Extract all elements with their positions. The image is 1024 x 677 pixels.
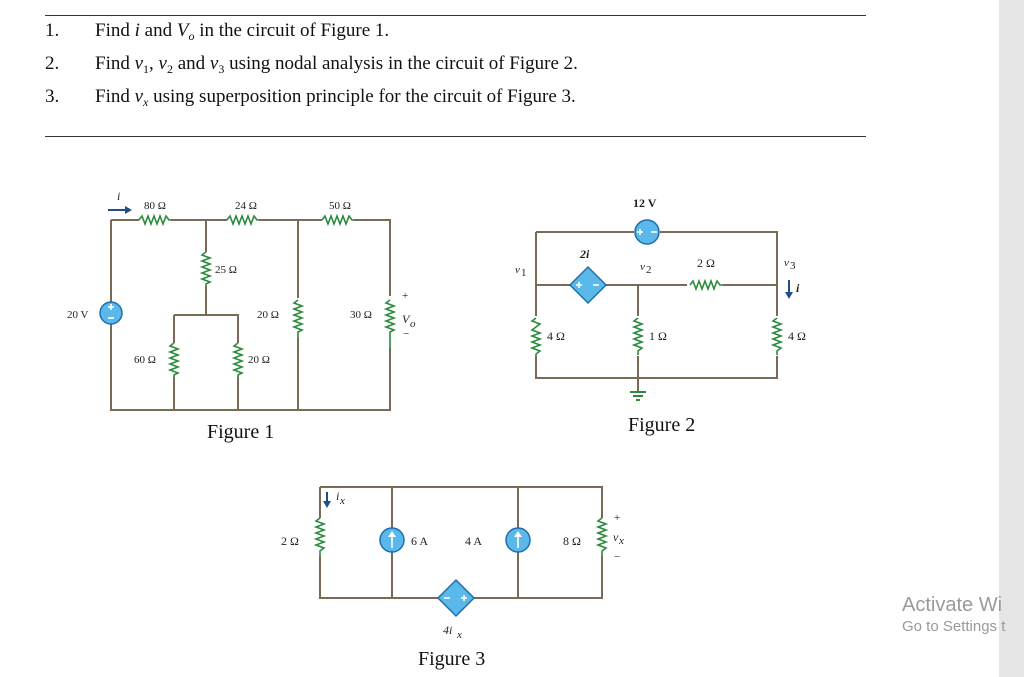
v3-label: v xyxy=(784,257,789,269)
label-30: 30 Ω xyxy=(350,309,372,321)
label-4ohm-left: 4 Ω xyxy=(547,329,565,343)
current-arrow-icon xyxy=(785,280,793,299)
ground-icon xyxy=(630,391,646,401)
vo-minus: − xyxy=(403,328,409,340)
question-number: 1. xyxy=(45,20,60,41)
dep-source-label: 2i xyxy=(579,247,590,261)
label-24: 24 Ω xyxy=(235,200,257,212)
label-25: 25 Ω xyxy=(215,264,237,276)
ix-label: i xyxy=(336,489,339,503)
resistor-1ohm xyxy=(631,317,645,355)
resistor-4ohm-left xyxy=(529,317,543,356)
figure-3-caption: Figure 3 xyxy=(418,648,485,670)
dep-sub: x xyxy=(456,629,462,641)
label-2ohm: 2 Ω xyxy=(281,534,299,548)
label-60: 60 Ω xyxy=(134,354,156,366)
question-text: Find i and Vo in the circuit of Figure 1… xyxy=(95,20,390,43)
vo-sub: o xyxy=(410,318,416,330)
label-50: 50 Ω xyxy=(329,200,351,212)
current-arrow-icon xyxy=(108,206,132,214)
voltage-source-icon xyxy=(634,219,660,245)
resistor-80 xyxy=(138,213,171,227)
label-1ohm: 1 Ω xyxy=(649,329,667,343)
vo-plus: + xyxy=(402,290,408,302)
watermark-line-1: Activate Wi xyxy=(902,594,1003,616)
current-label: i xyxy=(796,281,800,295)
watermark-line-2: Go to Settings t xyxy=(902,618,1006,635)
source-12v-label: 12 V xyxy=(633,196,657,210)
label-4ohm-right: 4 Ω xyxy=(788,329,806,343)
v2-label: v xyxy=(640,261,645,273)
resistor-60 xyxy=(167,342,181,377)
figure-1: i 80 Ω 24 Ω 50 Ω 25 Ω 20 Ω 30 Ω 60 Ω 20 … xyxy=(67,189,416,443)
v1-sub: 1 xyxy=(521,267,527,279)
resistor-50 xyxy=(321,213,354,227)
ix-sub: x xyxy=(339,495,345,507)
current-arrow-icon xyxy=(323,492,331,508)
dependent-source-icon xyxy=(568,265,608,305)
resistor-8ohm xyxy=(595,517,609,556)
source-label: 20 V xyxy=(67,309,89,321)
question-number: 2. xyxy=(45,53,60,74)
current-source-4a-icon xyxy=(505,527,531,553)
question-number: 3. xyxy=(45,86,60,107)
dependent-source-icon xyxy=(436,578,476,618)
figure-1-caption: Figure 1 xyxy=(207,421,274,443)
top-rule xyxy=(45,15,866,16)
circuit-figures: i 80 Ω 24 Ω 50 Ω 25 Ω 20 Ω 30 Ω 60 Ω 20 … xyxy=(67,189,806,670)
vx-minus: − xyxy=(614,551,620,563)
resistor-2ohm xyxy=(313,517,327,556)
bottom-rule xyxy=(45,136,866,137)
label-80: 80 Ω xyxy=(144,200,166,212)
voltage-source-icon xyxy=(99,301,123,325)
label-6a: 6 A xyxy=(411,534,428,548)
vx-sub: x xyxy=(618,535,624,547)
vo-label: V xyxy=(402,312,411,326)
v3-sub: 3 xyxy=(790,260,796,272)
resistor-4ohm-right xyxy=(770,317,784,355)
figure-2: 12 V 2i v 1 v 2 v 3 2 Ω 4 Ω 1 Ω 4 Ω i Fi… xyxy=(515,196,806,436)
figure-2-caption: Figure 2 xyxy=(628,414,695,436)
dep-label: 4i xyxy=(443,623,452,637)
question-text: Find v1, v2 and v3 using nodal analysis … xyxy=(95,53,578,76)
label-20a: 20 Ω xyxy=(257,309,279,321)
resistor-30 xyxy=(383,299,397,349)
v2-sub: 2 xyxy=(646,264,652,276)
vertical-scrollbar[interactable] xyxy=(999,0,1024,677)
label-8ohm: 8 Ω xyxy=(563,534,581,548)
current-source-6a-icon xyxy=(379,527,405,553)
activate-windows-watermark: Activate Wi Go to Settings t xyxy=(902,593,1005,637)
vx-plus: + xyxy=(614,512,620,524)
figure-3: i x 2 Ω 6 A 4 A 8 Ω + v x − 4i x Figure … xyxy=(281,486,624,670)
resistor-2ohm xyxy=(689,278,723,292)
label-2ohm: 2 Ω xyxy=(697,256,715,270)
question-text: Find vx using superposition principle fo… xyxy=(95,86,576,109)
resistor-25 xyxy=(199,251,213,286)
resistor-20b xyxy=(231,342,245,377)
v1-label: v xyxy=(515,264,520,276)
current-label: i xyxy=(117,189,120,203)
vx-label: v xyxy=(613,530,619,544)
label-20b: 20 Ω xyxy=(248,354,270,366)
resistor-24 xyxy=(226,213,259,227)
label-4a: 4 A xyxy=(465,534,482,548)
resistor-20a xyxy=(291,299,305,338)
